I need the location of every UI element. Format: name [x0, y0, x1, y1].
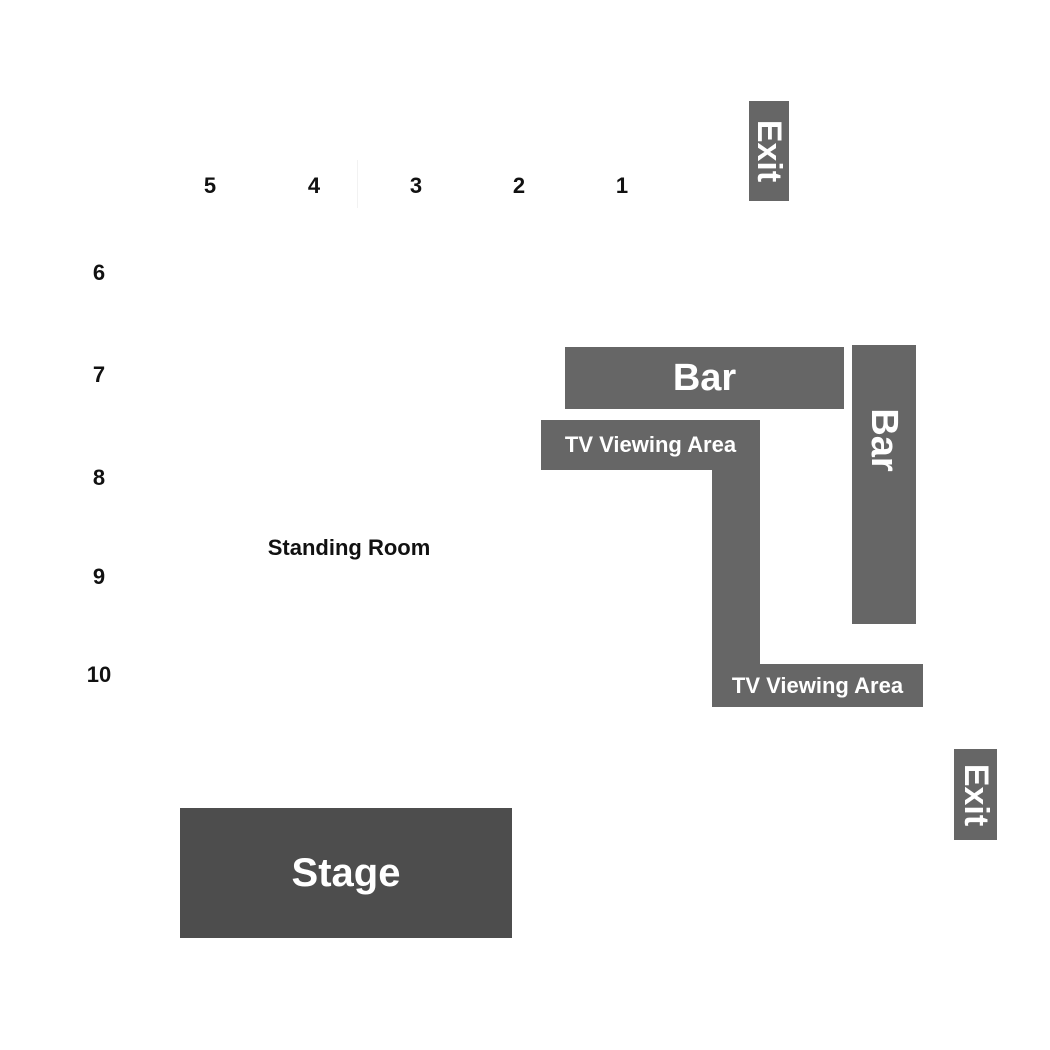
standing-room-label: Standing Room — [267, 535, 431, 560]
section-6[interactable]: 6 — [92, 260, 106, 285]
bar-vertical[interactable]: Bar — [852, 345, 916, 624]
stage[interactable]: Stage — [180, 808, 512, 938]
tv-area-upper-label: TV Viewing Area — [564, 432, 737, 457]
tv-area-connector — [712, 468, 760, 668]
section-10[interactable]: 10 — [86, 662, 112, 687]
exit-top[interactable]: Exit — [749, 101, 789, 201]
section-5[interactable]: 5 — [203, 173, 217, 198]
bar-horizontal-label: Bar — [672, 357, 737, 399]
exit-top-label: Exit — [750, 119, 788, 183]
tv-area-upper[interactable]: TV Viewing Area — [541, 420, 760, 470]
section-8[interactable]: 8 — [92, 465, 106, 490]
tv-area-lower-label: TV Viewing Area — [731, 672, 904, 698]
section-2[interactable]: 2 — [512, 173, 526, 198]
section-7[interactable]: 7 — [92, 362, 106, 387]
section-3[interactable]: 3 — [409, 173, 423, 198]
section-4[interactable]: 4 — [307, 173, 321, 198]
bar-vertical-label: Bar — [863, 408, 905, 472]
tv-area-lower[interactable]: TV Viewing Area — [712, 664, 923, 707]
stage-label: Stage — [291, 851, 401, 895]
section-9[interactable]: 9 — [92, 564, 106, 589]
bar-horizontal[interactable]: Bar — [565, 347, 844, 409]
exit-right-label: Exit — [956, 763, 995, 826]
exit-right[interactable]: Exit — [954, 749, 997, 840]
section-divider — [357, 160, 358, 208]
section-1[interactable]: 1 — [615, 173, 629, 198]
